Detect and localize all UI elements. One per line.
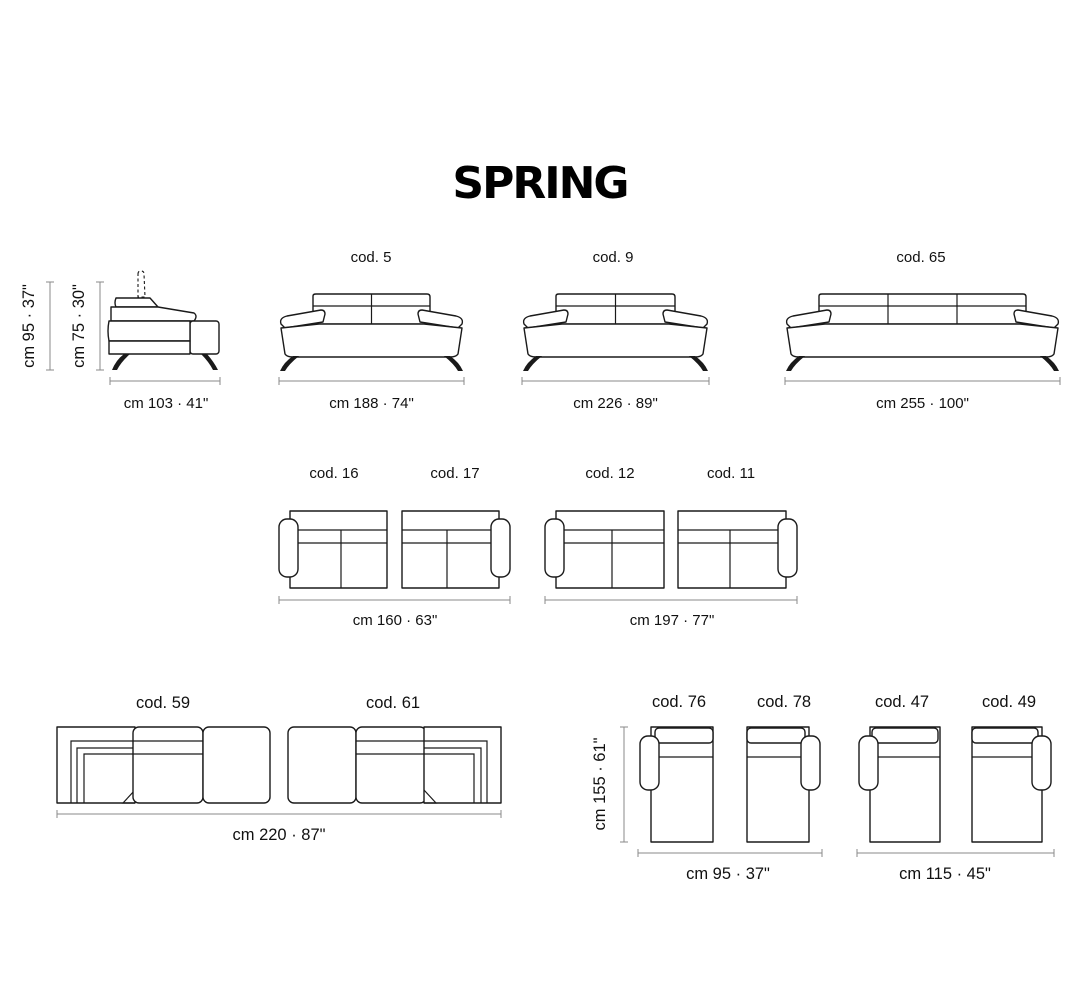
side-base xyxy=(108,340,191,355)
chaise-code: cod. 78 xyxy=(757,693,811,711)
chaise-code: cod. 49 xyxy=(982,693,1036,711)
corner-61-cushion xyxy=(355,726,427,804)
front-width-label: cm 255 · 100" xyxy=(876,395,969,412)
corner-61-frame xyxy=(423,726,502,804)
corner-units: cod. 59 cod. 61 cm 220 · 87" xyxy=(56,694,502,844)
module-16-body xyxy=(289,510,388,589)
chaise-width-label: cm 95 · 37" xyxy=(686,865,770,883)
front-view-3: cod. 65 cm 255 · 100" xyxy=(784,249,1061,412)
module-code: cod. 12 xyxy=(585,465,634,482)
chaise-width-label: cm 115 · 45" xyxy=(899,865,991,883)
front-base xyxy=(280,323,463,358)
module-11 xyxy=(677,510,798,589)
front-width-label: cm 188 · 74" xyxy=(329,395,414,412)
front-leg-right xyxy=(689,356,708,371)
chaise-47-arm xyxy=(858,735,879,791)
side-seat-cushion xyxy=(107,320,191,342)
side-leg-front xyxy=(112,354,130,370)
corner-59-end xyxy=(202,726,271,804)
chaise-76-back xyxy=(654,727,714,744)
front-arm-right xyxy=(1013,309,1060,329)
front-arm-right xyxy=(417,309,464,329)
corner-code: cod. 59 xyxy=(136,694,190,712)
front-base xyxy=(786,323,1059,358)
front-width-label: cm 226 · 89" xyxy=(573,395,658,412)
front-view-2: cod. 9 cm 226 · 89" xyxy=(521,249,710,412)
modules-width-label: cm 160 · 63" xyxy=(353,612,438,629)
front-leg-left xyxy=(523,356,542,371)
chaise-78-back xyxy=(746,727,806,744)
depth-label: cm 103 · 41" xyxy=(124,395,209,412)
module-16-arm xyxy=(278,518,299,578)
side-headrest xyxy=(114,297,159,308)
front-arm-right xyxy=(662,309,709,329)
chaise-76-body xyxy=(650,726,714,843)
front-arm-left xyxy=(785,309,832,329)
module-17-arm xyxy=(490,518,511,578)
height-total-label: cm 95 · 37" xyxy=(20,284,38,368)
modules-width-label: cm 197 · 77" xyxy=(630,612,715,629)
front-views: cod. 5cm 188 · 74"cod. 9cm 226 · 89"cod.… xyxy=(278,249,1061,412)
module-11-body xyxy=(677,510,787,589)
corner-59-frame xyxy=(56,726,136,804)
chaise-78-arm xyxy=(800,735,821,791)
side-back-cushion xyxy=(110,306,197,322)
module-code: cod. 11 xyxy=(707,465,755,482)
module-17 xyxy=(401,510,511,589)
corner-61-end xyxy=(287,726,357,804)
corner-code: cod. 61 xyxy=(366,694,420,712)
module-12-arm xyxy=(544,518,565,578)
module-code: cod. 16 xyxy=(309,465,358,482)
front-view-1: cod. 5 cm 188 · 74" xyxy=(278,249,465,412)
side-leg-back xyxy=(201,354,218,370)
chaise-49-back xyxy=(971,727,1039,744)
corner-unit-59 xyxy=(56,726,271,804)
chaise-47-body xyxy=(869,726,941,843)
chaise-depth-label: cm 155 · 61" xyxy=(591,737,609,830)
chaise-49-arm xyxy=(1031,735,1052,791)
chaise-49 xyxy=(971,726,1052,843)
module-17-body xyxy=(401,510,500,589)
front-leg-left xyxy=(280,356,299,371)
chaise-76 xyxy=(639,726,714,843)
modules-row: cod. 16 cod. 17 cod. 12 cod. 11 xyxy=(278,465,798,629)
chaise-78-body xyxy=(746,726,810,843)
chaise-76-arm xyxy=(639,735,660,791)
front-code: cod. 9 xyxy=(593,249,634,266)
front-leg-left xyxy=(786,356,805,371)
corner-unit-61 xyxy=(287,726,502,804)
height-seat-label: cm 75 · 30" xyxy=(70,284,88,368)
chaise-47 xyxy=(858,726,941,843)
page-title: SPRING xyxy=(452,158,627,209)
headrest-extension-outline xyxy=(137,270,146,298)
front-code: cod. 65 xyxy=(896,249,945,266)
front-arm-left xyxy=(279,309,326,329)
side-view: cm 95 · 37" cm 75 · 30" cm 103 · 41" xyxy=(20,270,221,412)
side-arm xyxy=(189,320,220,355)
chaise-78 xyxy=(746,726,821,843)
chaise-units: cod. 76 cod. 78 cod. 47 cod. 49 xyxy=(591,693,1055,883)
corner-59-cushion xyxy=(132,726,204,804)
chaise-code: cod. 47 xyxy=(875,693,929,711)
front-leg-right xyxy=(444,356,463,371)
chaise-47-back xyxy=(871,727,939,744)
front-leg-right xyxy=(1040,356,1059,371)
front-arm-left xyxy=(522,309,569,329)
corner-width-label: cm 220 · 87" xyxy=(233,826,326,844)
module-16 xyxy=(278,510,388,589)
module-12-body xyxy=(555,510,665,589)
module-12 xyxy=(544,510,665,589)
front-base xyxy=(523,323,708,358)
chaise-code: cod. 76 xyxy=(652,693,706,711)
module-11-arm xyxy=(777,518,798,578)
module-code: cod. 17 xyxy=(430,465,479,482)
front-code: cod. 5 xyxy=(351,249,392,266)
